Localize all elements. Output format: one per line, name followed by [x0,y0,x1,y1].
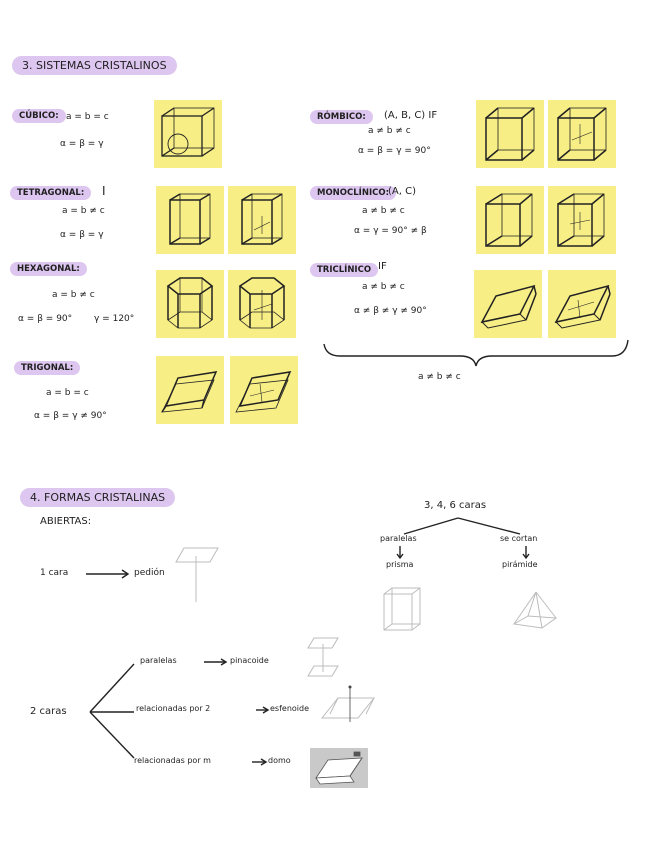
domo-text: domo [268,756,291,765]
pedion-text: pedión [134,568,165,578]
dome-drawing [310,748,368,788]
paralelas-text: paralelas [140,656,177,665]
pedion-drawing [170,544,222,604]
pinacoid-drawing [304,636,342,680]
two-faces-text: 2 caras [30,706,67,717]
rel-c2-text: relacionadas por 2 [136,704,210,713]
piramide-text: pirámide [502,560,538,569]
section-heading-formas: 4. FORMAS CRISTALINAS [20,488,175,507]
prism-drawing [380,584,424,634]
sphenoid-drawing [318,684,380,724]
pyramid-drawing [510,590,560,630]
rel-m-text: relacionadas por m [134,756,211,765]
one-face-text: 1 cara [40,568,68,578]
esfenoide-text: esfenoide [270,704,309,713]
se-cortan-text: se cortan [500,534,537,543]
paralelas-short-text: paralelas [380,534,417,543]
brace-label: a ≠ b ≠ c [418,372,461,382]
pinacoide-text: pinacoide [230,656,269,665]
prisma-text: prisma [386,560,413,569]
abiertas-label: ABIERTAS: [40,516,91,527]
faces-346-text: 3, 4, 6 caras [424,500,486,511]
